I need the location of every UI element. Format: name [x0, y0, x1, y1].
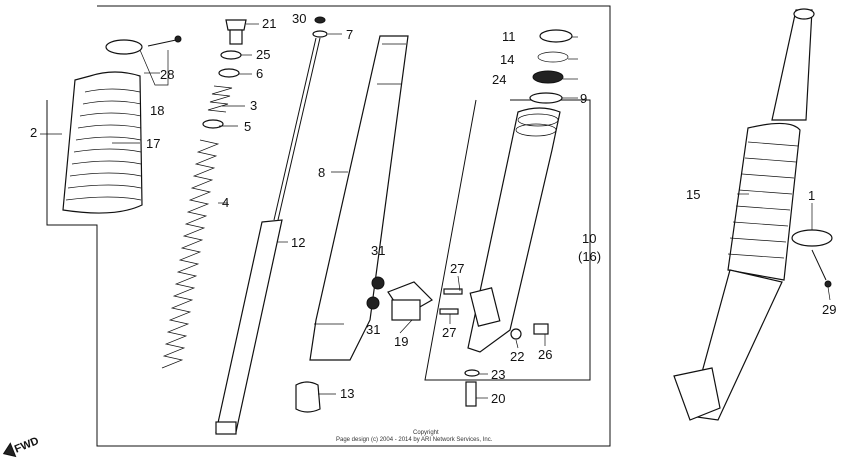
callout-20: 20	[491, 391, 505, 406]
axle-holder-body	[391, 299, 421, 321]
callout-7: 7	[346, 27, 353, 42]
stud-27-top	[443, 288, 463, 295]
slider-bushing	[295, 381, 321, 413]
washer-23	[464, 369, 480, 377]
nut-31-bottom	[366, 296, 380, 310]
callout-15: 15	[686, 187, 700, 202]
damper-rod	[215, 37, 321, 435]
callout-12: 12	[291, 235, 305, 250]
screw-28-head	[174, 35, 182, 43]
callout-21: 21	[262, 16, 276, 31]
callout-26: 26	[538, 347, 552, 362]
washer-6	[218, 68, 240, 78]
callout-23: 23	[491, 367, 505, 382]
clamp-1	[791, 229, 833, 247]
washer-5	[202, 119, 224, 129]
nut-30	[314, 16, 326, 24]
clip-14	[537, 51, 569, 63]
callout-14: 14	[500, 52, 514, 67]
callout-10-alt: (16)	[578, 249, 601, 264]
callout-25: 25	[256, 47, 270, 62]
callout-27-top: 27	[450, 261, 464, 276]
callout-24: 24	[492, 72, 506, 87]
fork-tube	[309, 35, 409, 361]
leader-lines	[40, 23, 831, 399]
fork-boot	[62, 71, 143, 214]
assembled-fork	[673, 8, 815, 421]
screw-28	[147, 39, 177, 47]
copyright-line-2: Page design (c) 2004 - 2014 by ARI Netwo…	[336, 437, 493, 443]
callout-6: 6	[256, 66, 263, 81]
copyright-line-1: Copyright	[413, 430, 439, 436]
drain-bolt-20	[465, 381, 477, 407]
diagram-frame	[46, 5, 611, 447]
nut-7	[312, 30, 328, 38]
callout-5: 5	[244, 119, 251, 134]
callout-13: 13	[340, 386, 354, 401]
short-spring	[207, 85, 233, 113]
assembly-bracket	[424, 99, 591, 381]
callout-10: 10	[582, 231, 596, 246]
seal-11	[539, 29, 573, 43]
screw-29	[811, 249, 827, 281]
washer-22	[510, 328, 522, 340]
washer-25	[220, 50, 242, 60]
callout-17: 17	[146, 136, 160, 151]
callout-31-top: 31	[371, 243, 385, 258]
callout-3: 3	[250, 98, 257, 113]
callout-9: 9	[580, 91, 587, 106]
callout-28: 28	[160, 67, 174, 82]
boot-clamp	[105, 39, 143, 55]
callout-18: 18	[150, 103, 164, 118]
stud-27-bottom	[439, 308, 459, 315]
bottom-case	[467, 107, 561, 353]
ring-9	[529, 92, 563, 104]
bolt-26	[533, 323, 549, 335]
callout-29: 29	[822, 302, 836, 317]
callout-27-bottom: 27	[442, 325, 456, 340]
screw-29-head	[824, 280, 832, 288]
fork-spring	[161, 139, 220, 369]
nut-31-top	[371, 276, 385, 290]
callout-2: 2	[30, 125, 37, 140]
callout-4: 4	[222, 195, 229, 210]
fwd-arrow-icon: FWD	[2, 435, 41, 458]
callout-1: 1	[808, 188, 815, 203]
callout-11: 11	[502, 29, 516, 44]
callout-8: 8	[318, 165, 325, 180]
cap-bolt	[225, 19, 247, 45]
callout-31-bottom: 31	[366, 322, 380, 337]
callout-19: 19	[394, 334, 408, 349]
fwd-label: FWD	[13, 435, 41, 456]
callout-30: 30	[292, 11, 306, 26]
callout-22: 22	[510, 349, 524, 364]
seal-24	[532, 70, 564, 84]
